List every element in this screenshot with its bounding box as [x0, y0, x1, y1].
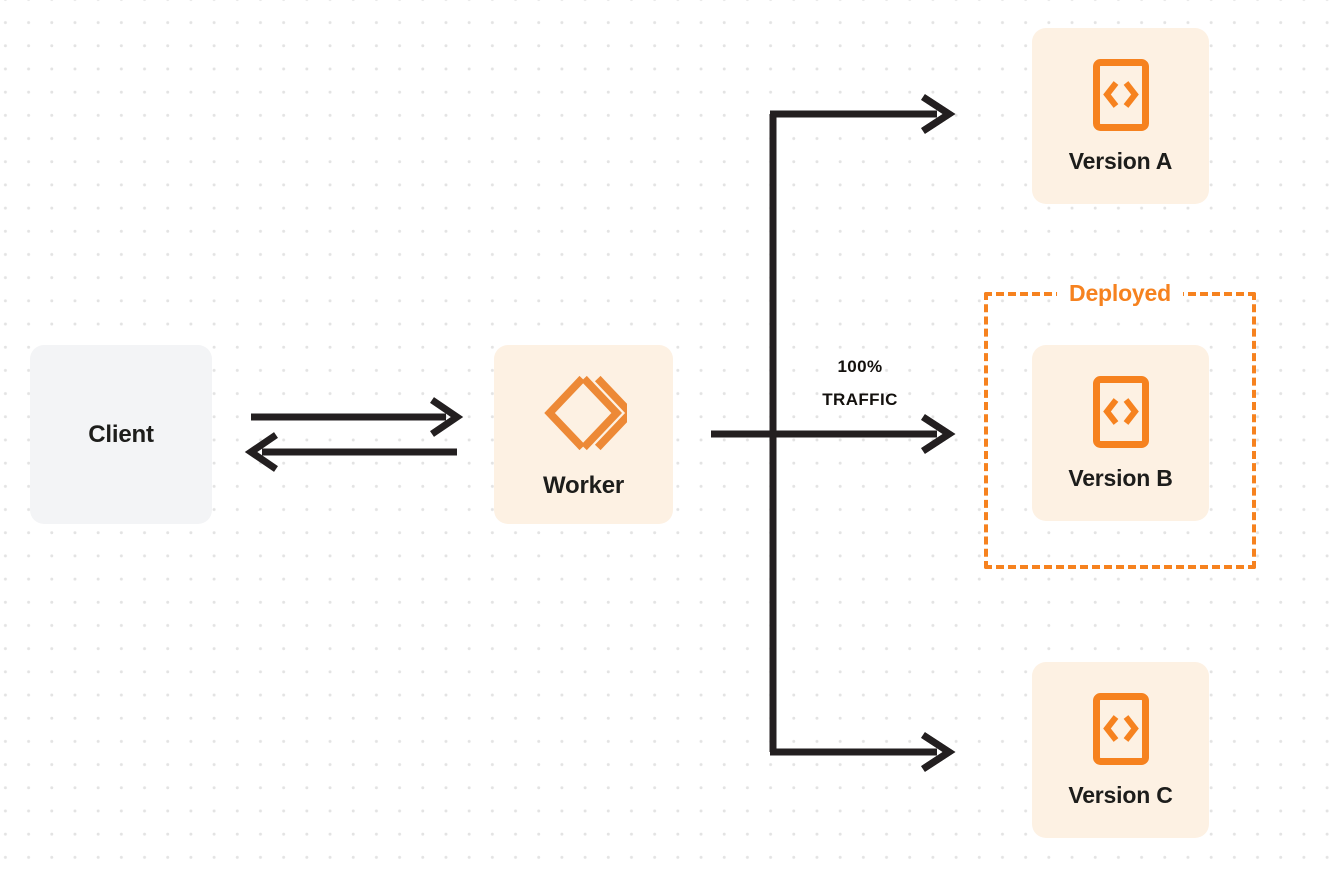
edge-client-to-worker: [251, 397, 464, 437]
traffic-percent-value: 100%: [837, 357, 883, 376]
arrowhead-version-c: [921, 732, 956, 772]
code-file-icon: [1092, 58, 1150, 132]
edge-worker-to-version-b: [711, 414, 956, 454]
traffic-unit-label: TRAFFIC: [822, 390, 898, 410]
traffic-percentage-label: 100% TRAFFIC: [790, 350, 930, 416]
node-version-a-label: Version A: [1068, 147, 1173, 174]
node-version-c-label: Version C: [1068, 781, 1173, 808]
node-version-b-label: Version B: [1068, 464, 1173, 491]
node-client[interactable]: Client: [30, 345, 212, 524]
node-version-b[interactable]: Version B: [1032, 345, 1209, 521]
node-version-c[interactable]: Version C: [1032, 662, 1209, 838]
edge-worker-to-client: [244, 432, 457, 472]
deployed-group-label: Deployed: [1057, 280, 1183, 307]
code-file-icon: [1092, 375, 1150, 449]
arrowhead-version-b: [921, 414, 956, 454]
code-file-icon: [1092, 692, 1150, 766]
node-worker[interactable]: Worker: [494, 345, 673, 524]
node-worker-label: Worker: [542, 471, 625, 499]
node-version-a[interactable]: Version A: [1032, 28, 1209, 204]
edge-worker-to-version-a: [770, 94, 956, 134]
cloudflare-workers-logo-icon: [541, 370, 627, 456]
arrowhead-version-a: [921, 94, 956, 134]
deployed-group-boundary: Deployed: [984, 280, 1256, 569]
node-client-label: Client: [88, 420, 154, 448]
edge-worker-to-version-c: [770, 732, 956, 772]
